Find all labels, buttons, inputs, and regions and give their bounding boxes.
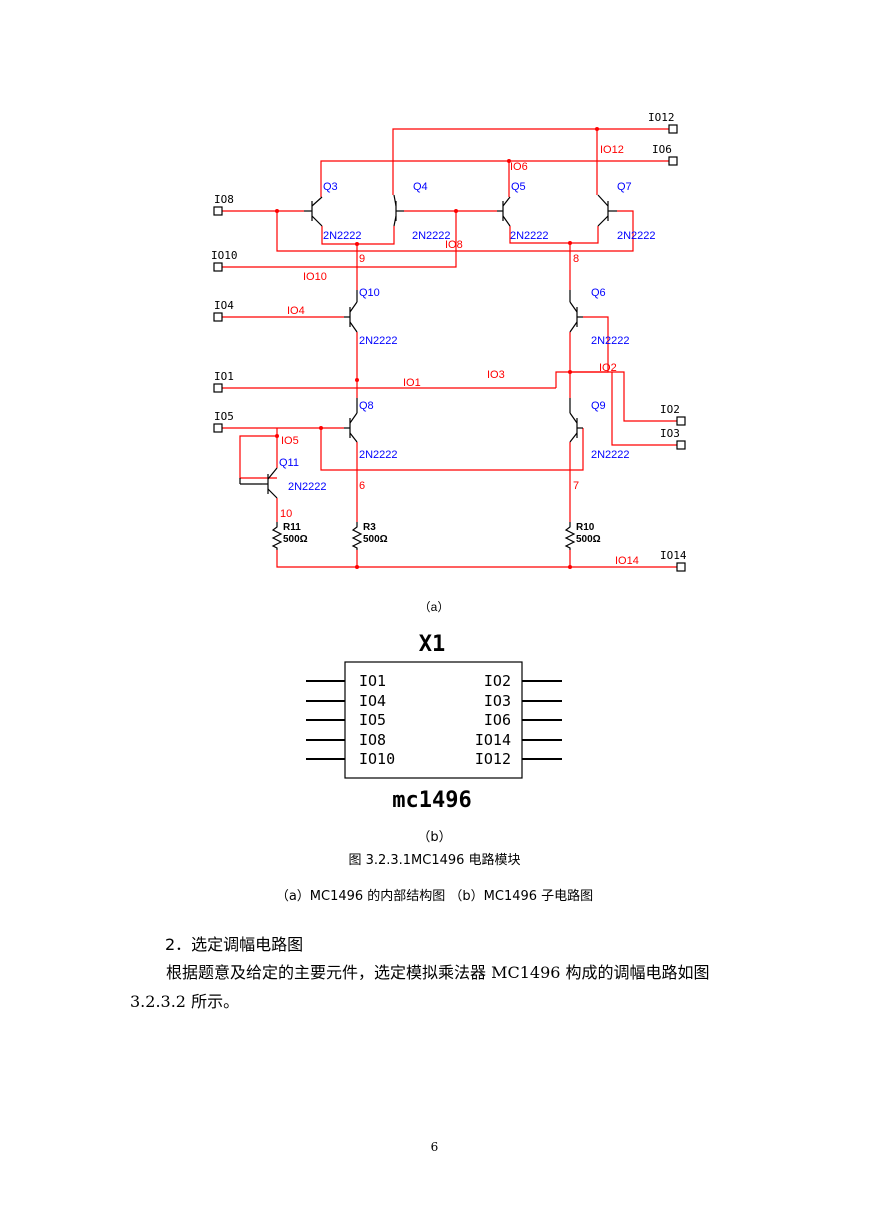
pin-left-2: IO4 [359, 692, 386, 710]
port-label-io2: IO2 [660, 403, 680, 416]
q4-model: 2N2222 [412, 230, 451, 242]
module-title: X1 [419, 632, 446, 657]
port-label-io14: IO14 [660, 549, 687, 562]
pin-left-4: IO8 [359, 731, 386, 749]
wiring [222, 128, 681, 568]
net-label-io2: IO2 [599, 362, 617, 374]
transistor-symbols [239, 194, 617, 499]
net-label-io3: IO3 [487, 369, 505, 381]
node-label-10: 10 [280, 508, 292, 520]
q10-ref: Q10 [359, 287, 380, 299]
mc1496-internal-schematic: IO12 IO6 IO8 IO10 IO4 IO1 IO5 IO2 IO3 IO… [211, 111, 687, 813]
port-label-io6: IO6 [652, 143, 672, 156]
port-label-io10: IO10 [211, 249, 238, 262]
q3-model: 2N2222 [323, 230, 362, 242]
q4-ref: Q4 [413, 181, 428, 193]
q11-model: 2N2222 [288, 481, 327, 493]
pin-right-2: IO3 [484, 692, 511, 710]
section-heading: 2．选定调幅电路图 [165, 935, 304, 954]
port-boxes [213, 124, 686, 572]
pin-right-5: IO12 [475, 750, 511, 768]
port-label-io5: IO5 [214, 410, 234, 423]
q10-model: 2N2222 [359, 335, 398, 347]
r3-ref: R3 [363, 522, 376, 533]
q7-model: 2N2222 [617, 230, 656, 242]
q6-model: 2N2222 [591, 335, 630, 347]
junction-dots [275, 127, 599, 569]
q8-ref: Q8 [359, 400, 374, 412]
port-label-io4: IO4 [214, 299, 234, 312]
module-part-name: mc1496 [392, 788, 471, 813]
net-label-io4: IO4 [287, 305, 305, 317]
port-label-io3: IO3 [660, 427, 680, 440]
pin-left-3: IO5 [359, 711, 386, 729]
q9-model: 2N2222 [591, 449, 630, 461]
module-pins [306, 680, 562, 760]
page-number: 6 [430, 1140, 439, 1154]
r11-ref: R11 [283, 522, 301, 533]
net-label-io12: IO12 [600, 144, 624, 156]
subfigure-b-label: （b） [417, 830, 452, 845]
r10-ref: R10 [576, 522, 595, 533]
node-label-9: 9 [359, 253, 365, 265]
net-label-io6: IO6 [510, 161, 528, 173]
q8-model: 2N2222 [359, 449, 398, 461]
port-label-io1: IO1 [214, 370, 234, 383]
net-label-io14: IO14 [615, 555, 639, 567]
r10-value: 500Ω [576, 534, 601, 545]
q5-model: 2N2222 [510, 230, 549, 242]
pin-right-3: IO6 [484, 711, 511, 729]
mc1496-module-block: X1 IO1 IO4 IO5 IO8 IO10 IO2 IO3 IO6 IO14… [306, 632, 562, 813]
port-label-io12: IO12 [648, 111, 675, 124]
q6-ref: Q6 [591, 287, 606, 299]
figure-subcaption: （a）MC1496 的内部结构图 （b）MC1496 子电路图 [275, 889, 594, 904]
pin-right-4: IO14 [475, 731, 511, 749]
port-label-io8: IO8 [214, 193, 234, 206]
pin-left-1: IO1 [359, 672, 386, 690]
q3-ref: Q3 [323, 181, 338, 193]
body-paragraph: 根据题意及给定的主要元件，选定模拟乘法器 MC1496 构成的调幅电路如图 3.… [130, 963, 710, 1011]
r11-value: 500Ω [283, 534, 308, 545]
node-label-8: 8 [573, 253, 579, 265]
resistor-symbols [271, 522, 576, 550]
pin-right-1: IO2 [484, 672, 511, 690]
r3-value: 500Ω [363, 534, 388, 545]
node-label-6: 6 [359, 480, 365, 492]
net-label-io8: IO8 [445, 239, 463, 251]
net-label-io1: IO1 [403, 377, 421, 389]
q9-ref: Q9 [591, 400, 606, 412]
q11-ref: Q11 [279, 457, 299, 469]
q5-ref: Q5 [511, 181, 526, 193]
q7-ref: Q7 [617, 181, 632, 193]
pin-left-5: IO10 [359, 750, 395, 768]
subfigure-a-label: （a） [419, 600, 450, 614]
node-label-7: 7 [573, 480, 579, 492]
net-label-io5: IO5 [281, 435, 299, 447]
figure-caption: 图 3.2.3.1MC1496 电路模块 [348, 853, 521, 868]
net-label-io10: IO10 [303, 271, 327, 283]
